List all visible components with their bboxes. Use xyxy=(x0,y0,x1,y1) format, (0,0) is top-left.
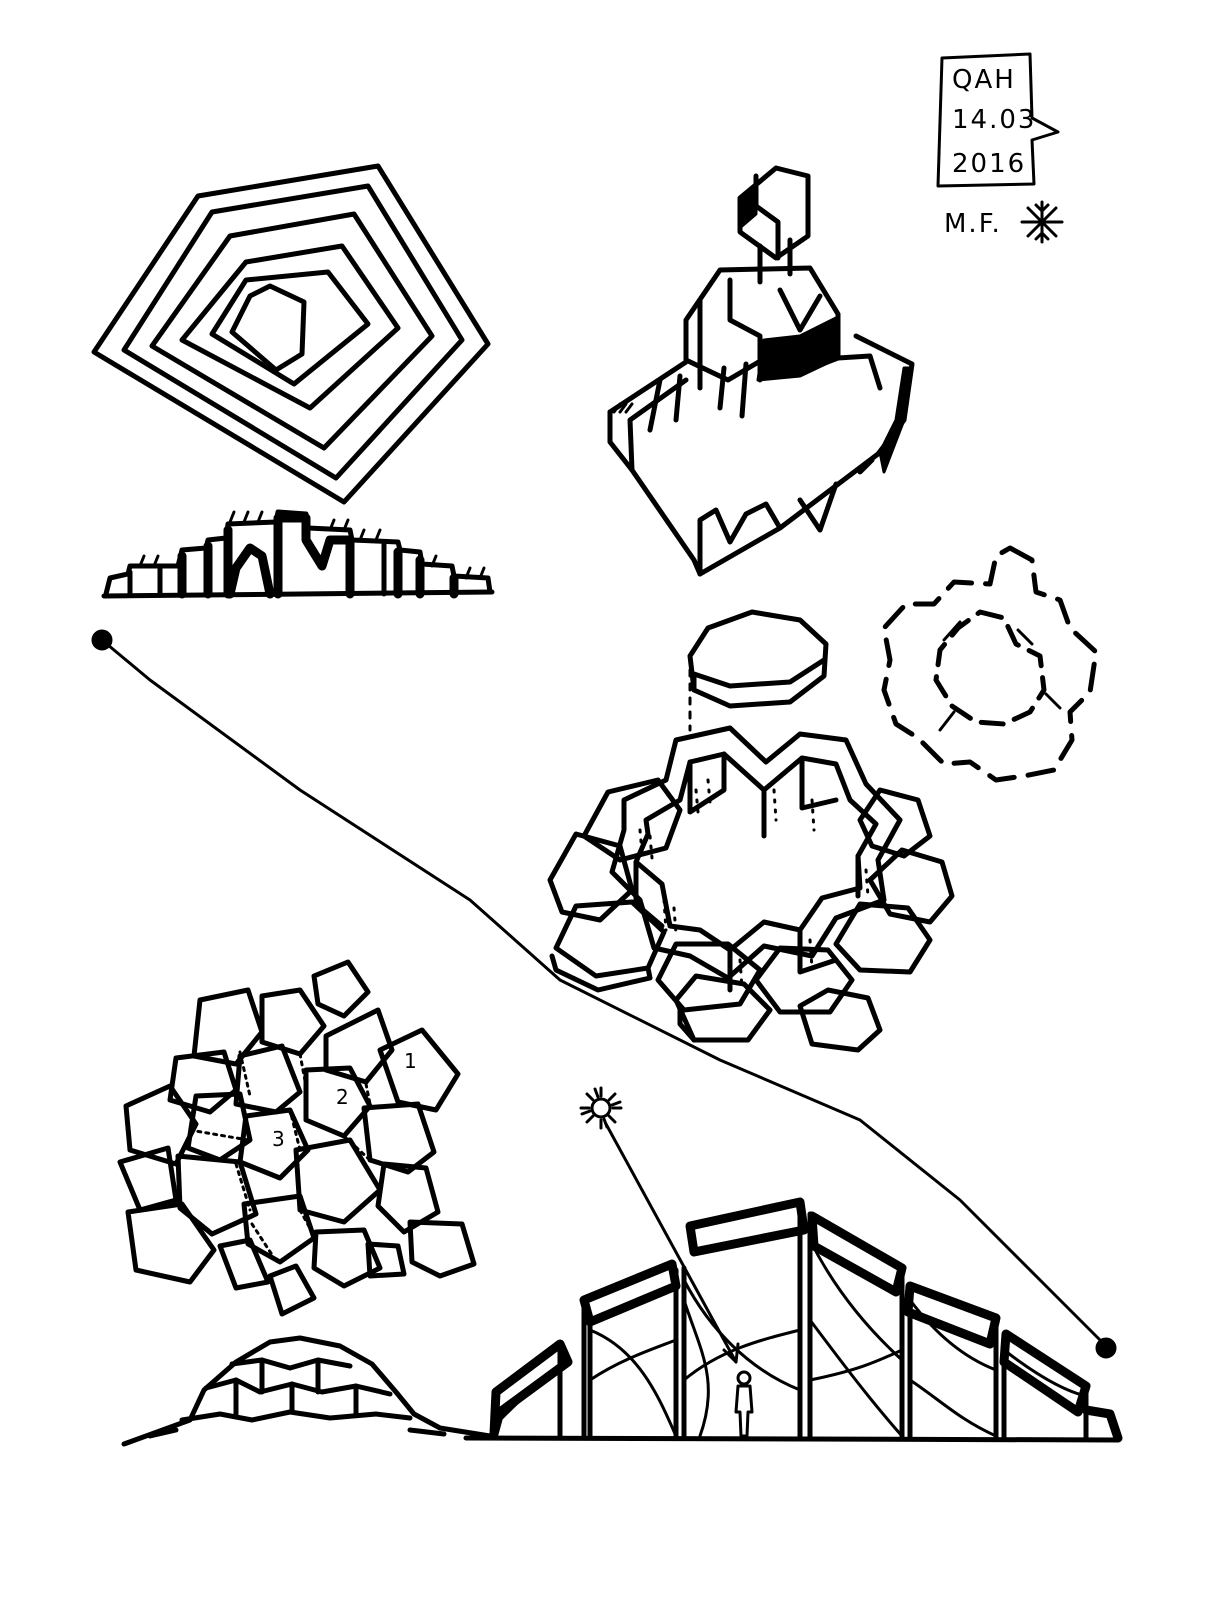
stamp-year: 2016 xyxy=(952,149,1026,179)
stepped-hall-section xyxy=(463,1197,1123,1443)
stepped-section xyxy=(101,509,495,599)
stamp-place: QAH xyxy=(952,65,1016,95)
stamp-speech-box xyxy=(936,52,1060,188)
stamp-initials: M.F. xyxy=(944,209,1002,239)
dashed-flower-plan xyxy=(881,545,1099,783)
hex-mound-elevation xyxy=(121,1335,493,1447)
star-pavilion xyxy=(547,725,955,1053)
cell-label-3: 3 xyxy=(272,1127,285,1151)
sun-icon xyxy=(579,1086,623,1130)
cell-label-2: 2 xyxy=(336,1085,349,1109)
sun-ray-line xyxy=(604,1122,738,1364)
cell-label-1: 1 xyxy=(404,1049,417,1073)
floating-octagon-lid xyxy=(687,609,829,732)
hex-cluster-plan: 1 2 3 xyxy=(117,959,477,1317)
concentric-pentagon-plan xyxy=(91,163,491,505)
isometric-tower xyxy=(607,165,915,577)
connector-end-dot xyxy=(1095,1337,1117,1359)
snowflake-icon xyxy=(1020,200,1064,244)
date-stamp: QAH 14.03 2016 M.F. xyxy=(936,52,1064,244)
stamp-date: 14.03 xyxy=(952,105,1036,135)
human-figure-icon xyxy=(734,1370,754,1438)
diagonal-connector xyxy=(91,629,1117,1359)
